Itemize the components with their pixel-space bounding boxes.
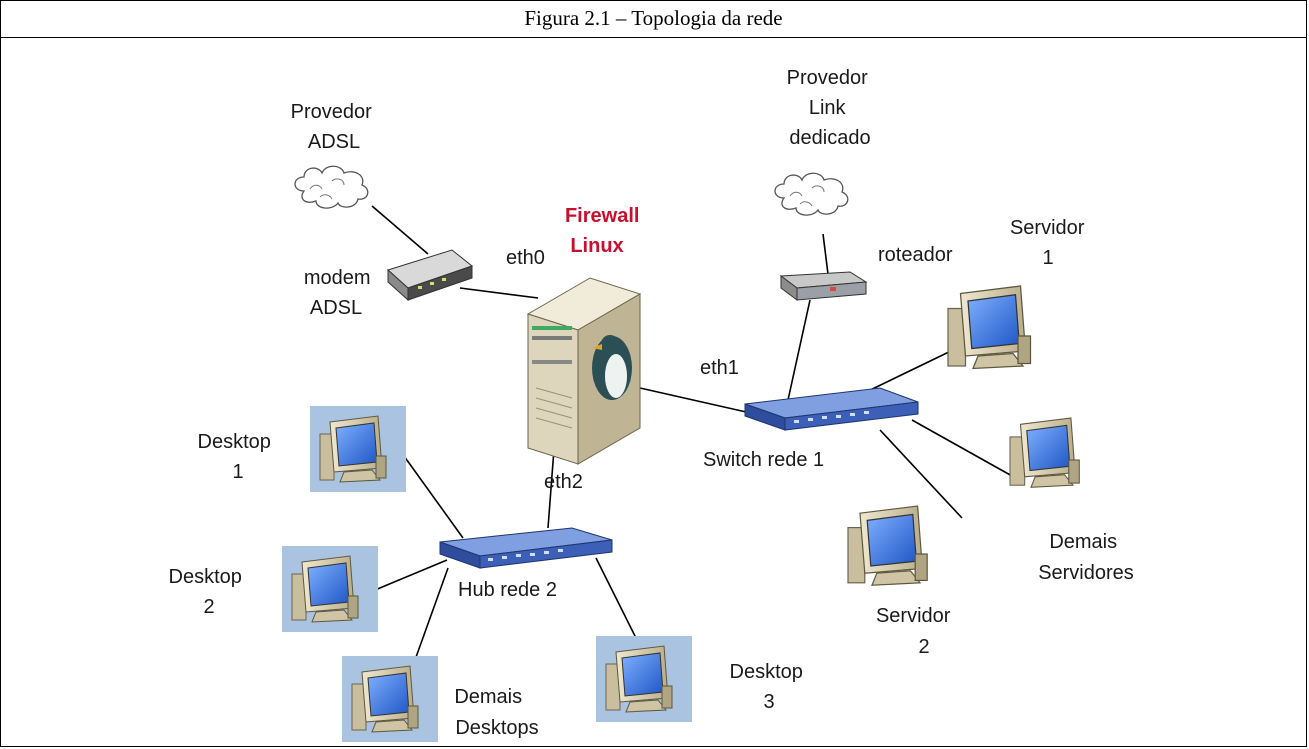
desktop-3: Desktop 3 <box>596 636 809 722</box>
servidor1-label: Servidor 1 <box>1010 217 1090 269</box>
desktop2-label: Desktop 2 <box>169 566 248 618</box>
cloud-icon <box>294 165 369 209</box>
link-modem-firewall <box>459 287 539 299</box>
demais-desktops-label: Demais Desktops <box>454 686 538 739</box>
desktop3-label: Desktop 3 <box>730 661 809 713</box>
link-switch-servidor1 <box>861 349 954 395</box>
switch-label: Switch rede 1 <box>703 449 824 471</box>
server-computer-icon <box>947 285 1032 370</box>
modem-adsl: modem ADSL <box>304 249 474 319</box>
demais-desktops: Demais Desktops <box>342 656 539 742</box>
link-cloud-adsl-modem <box>371 205 429 255</box>
link-hub-demais-desktops <box>414 567 449 661</box>
eth1-label: eth1 <box>700 357 739 379</box>
link-hub-desktop1 <box>403 455 464 539</box>
desktop-1: Desktop 1 <box>198 406 406 492</box>
roteador-label: roteador <box>878 244 953 266</box>
link-cloud-link-router <box>822 233 829 275</box>
modem-icon <box>387 249 474 302</box>
desktop-computer-icon <box>351 665 419 733</box>
servidor-1: Servidor 1 <box>947 217 1090 370</box>
hub-icon <box>439 527 613 569</box>
switch-rede-1: Switch rede 1 <box>703 387 919 471</box>
provedor-link-label: Provedor Link dedicado <box>787 67 874 149</box>
servidor2-label: Servidor 2 <box>876 605 956 658</box>
desktop1-label: Desktop 1 <box>198 431 277 483</box>
link-router-switch <box>787 299 811 401</box>
server-tower-icon <box>526 277 642 465</box>
provedor-adsl: Provedor ADSL <box>291 101 378 209</box>
desktop-2: Desktop 2 <box>169 546 378 632</box>
servidor-2: Servidor 2 <box>847 505 956 658</box>
roteador: roteador <box>779 244 953 301</box>
server-computer-icon <box>847 505 928 586</box>
firewall-linux: Firewall Linux <box>526 205 645 465</box>
demais-servidores: Demais Servidores <box>1009 417 1134 584</box>
figure-caption: Figura 2.1 – Topologia da rede <box>0 0 1307 38</box>
router-icon <box>779 271 868 301</box>
link-switch-servidor2 <box>879 429 963 519</box>
desktop-computer-icon <box>291 555 359 623</box>
server-computer-icon <box>1009 417 1080 488</box>
cloud-icon <box>774 172 849 216</box>
desktop-computer-icon <box>319 415 387 483</box>
links <box>371 205 1013 661</box>
hub-rede-2: Hub rede 2 <box>439 527 613 601</box>
hub-label: Hub rede 2 <box>458 579 557 601</box>
provedor-adsl-label: Provedor ADSL <box>291 101 378 153</box>
eth0-label: eth0 <box>506 247 545 269</box>
network-topology-diagram: Provedor ADSL Provedor Link dedicado mod… <box>169 67 1134 742</box>
link-hub-desktop2 <box>374 559 448 591</box>
modem-label: modem ADSL <box>304 267 376 319</box>
eth2-label: eth2 <box>544 471 583 493</box>
link-hub-desktop3 <box>595 557 637 639</box>
desktop-computer-icon <box>605 645 673 713</box>
demais-servidores-label: Demais Servidores <box>1038 531 1134 584</box>
link-switch-demais-servidores <box>911 419 1013 477</box>
provedor-link-dedicado: Provedor Link dedicado <box>774 67 874 216</box>
switch-icon <box>744 387 919 431</box>
link-firewall-switch <box>639 387 756 415</box>
firewall-label: Firewall Linux <box>565 205 645 257</box>
